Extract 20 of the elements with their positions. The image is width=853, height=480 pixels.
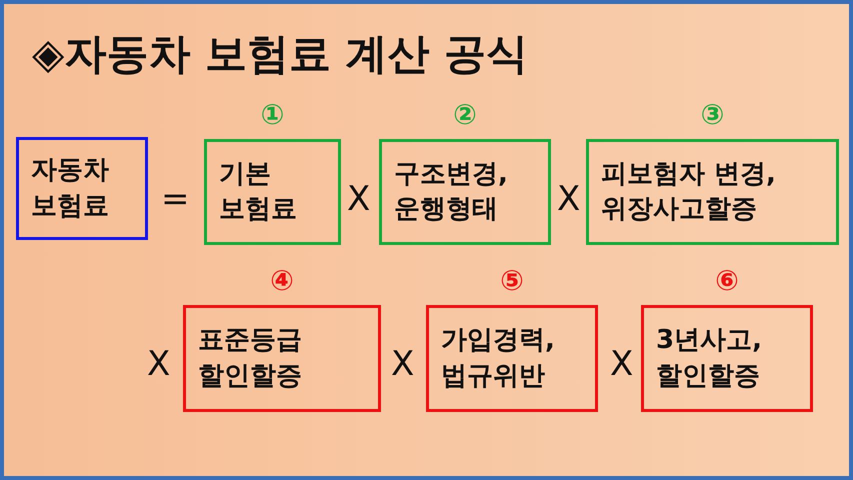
callout-number: ⑥ xyxy=(715,267,739,295)
box-text: 자동차 보험료 xyxy=(31,154,110,222)
operator-sign: X xyxy=(557,182,580,216)
box-text: 표준등급 할인할증 xyxy=(198,324,303,392)
callout-number: ② xyxy=(453,101,477,129)
callout-number: ③ xyxy=(700,101,724,129)
box-text: 3년사고, 할인할증 xyxy=(656,324,763,392)
callout-number: ⑤ xyxy=(500,267,524,295)
operator-sign: X xyxy=(391,347,414,381)
operator-sign: X xyxy=(610,347,634,381)
box-text: 피보험자 변경, 위장사고할증 xyxy=(601,158,777,226)
callout-number: ① xyxy=(260,101,284,129)
box-text: 기본 보험료 xyxy=(219,158,298,226)
callout-number: ④ xyxy=(270,267,294,295)
operator-sign: X xyxy=(147,347,170,381)
box-text: 가입경력, 법규위반 xyxy=(441,324,556,392)
box-text: 구조변경, 운행형태 xyxy=(394,158,509,226)
title: ◈자동차 보험료 계산 공식 xyxy=(32,28,528,80)
operator-sign: X xyxy=(347,182,370,216)
operator-sign: = xyxy=(161,182,190,216)
